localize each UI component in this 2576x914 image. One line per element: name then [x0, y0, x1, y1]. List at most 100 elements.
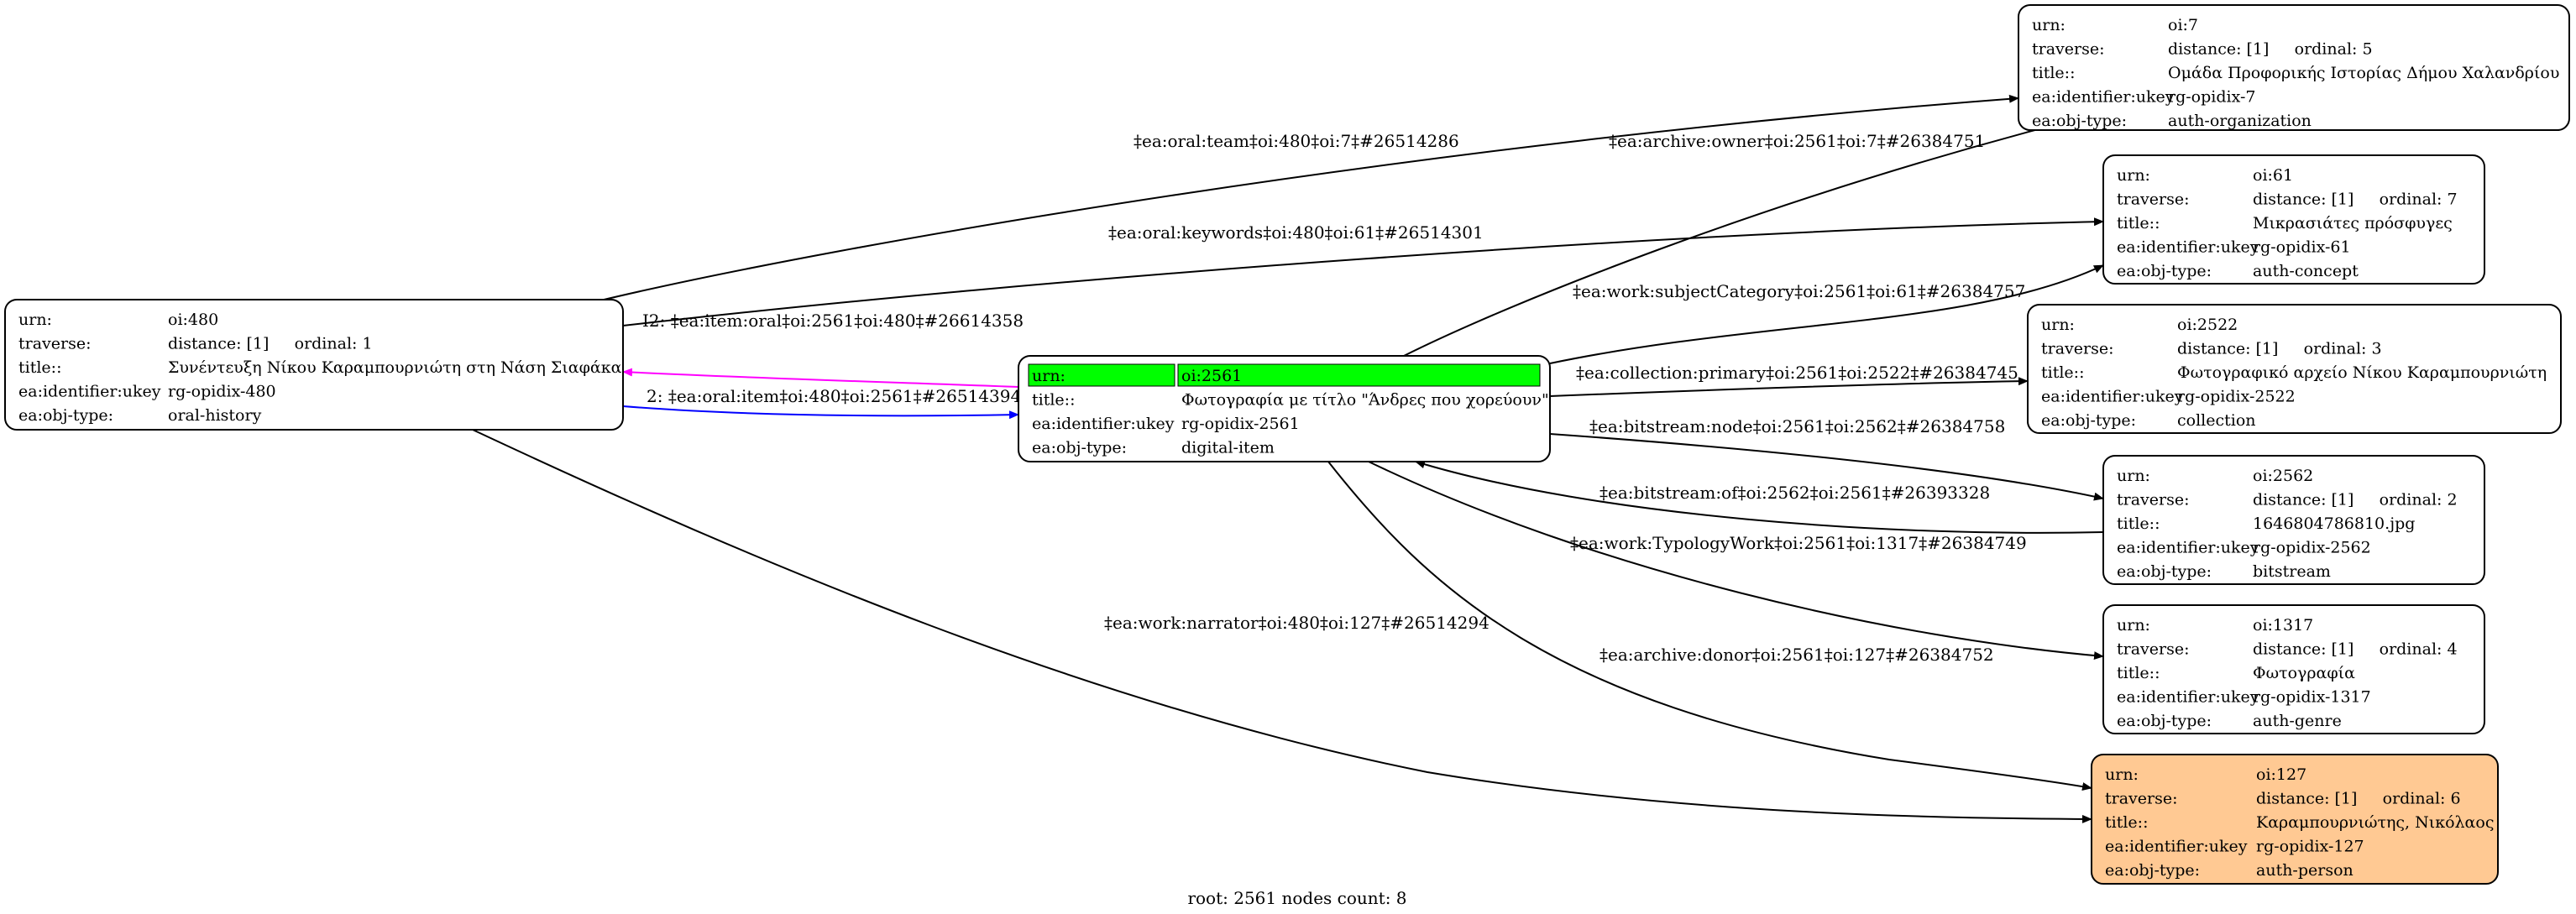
graph-node: urn: oi:2562 traverse: distance: [1] ordina…	[2102, 455, 2485, 585]
edge-label: ‡ea:archive:owner‡oi:2561‡oi:7‡#26384751	[1609, 131, 1985, 151]
node-field-value: auth-organization	[2168, 112, 2312, 130]
edge-label: ‡ea:work:TypologyWork‡oi:2561‡oi:1317‡#2…	[1570, 533, 2027, 553]
node-field-value: auth-concept	[2253, 262, 2359, 280]
node-field-key: ea:identifier:ukey	[2105, 838, 2248, 856]
node-field-key: urn:	[18, 311, 52, 329]
node-field-key: title::	[18, 358, 61, 377]
node-field-key: urn:	[1032, 367, 1065, 385]
node-field-key: ea:obj-type:	[2117, 562, 2212, 581]
node-field-key: title::	[2117, 664, 2160, 682]
node-box	[2102, 154, 2485, 285]
node-field-value: Καραμπουρνιώτης, Νικόλαος	[2256, 813, 2494, 832]
node-field-value: digital-item	[1181, 439, 1275, 457]
node-field-key: ea:obj-type:	[2117, 712, 2212, 730]
node-box	[2102, 455, 2485, 585]
node-field-value: Φωτογραφία	[2253, 664, 2355, 682]
node-field-key: traverse:	[2117, 491, 2190, 509]
node-field-value: collection	[2177, 411, 2256, 430]
edge-oral-team	[599, 94, 2019, 301]
node-field-value: oi:2561	[1181, 367, 1242, 385]
node-field-value: distance: [1] ordinal: 6	[2256, 790, 2461, 808]
node-field-value: distance: [1] ordinal: 2	[2253, 491, 2458, 509]
node-field-key: traverse:	[2041, 340, 2114, 358]
node-field-key: ea:obj-type:	[1032, 439, 1127, 457]
node-field-key: urn:	[2041, 316, 2075, 334]
node-field-value: rg-opidix-1317	[2253, 688, 2371, 707]
edge-collection-primary	[1549, 377, 2029, 397]
edges	[472, 94, 2104, 823]
node-field-key: title::	[2117, 514, 2160, 533]
root-header-key-cell	[1028, 363, 1175, 387]
edge-label: ‡ea:archive:donor‡oi:2561‡oi:127‡#263847…	[1600, 645, 1994, 665]
node-box	[2102, 604, 2485, 734]
node-field-key: ea:obj-type:	[2117, 262, 2212, 280]
node-field-key: title::	[2032, 64, 2075, 82]
edge-archive-owner	[1403, 122, 2058, 357]
node-field-key: title::	[2041, 363, 2084, 382]
node-field-value: oi:480	[168, 311, 218, 329]
node-field-key: title::	[1032, 391, 1075, 410]
graph-node: urn: oi:2522 traverse: distance: [1] ordina…	[2027, 304, 2562, 434]
node-field-key: ea:identifier:ukey	[2117, 238, 2259, 257]
edge-label: ‡ea:oral:team‡oi:480‡oi:7‡#26514286	[1134, 131, 1459, 151]
node-field-value: distance: [1] ordinal: 5	[2168, 40, 2373, 59]
edge-subject-category	[1549, 264, 2104, 364]
node-field-key: ea:identifier:ukey	[18, 383, 161, 401]
node-field-value: oi:7	[2168, 16, 2198, 34]
nodes: urn: oi:480 traverse: distance: [1] ordinal…	[4, 4, 2570, 885]
node-field-key: traverse:	[18, 335, 92, 353]
root-header-value-cell	[1177, 363, 1541, 387]
graph-caption: root: 2561 nodes count: 8	[1187, 888, 1406, 908]
node-field-value: oi:127	[2256, 765, 2306, 784]
node-field-key: urn:	[2117, 467, 2150, 485]
edge-label: 2: ‡ea:oral:item‡oi:480‡oi:2561‡#2651439…	[647, 386, 1021, 406]
node-field-key: ea:obj-type:	[2041, 411, 2136, 430]
node-field-value: Φωτογραφία με τίτλο "Άνδρες που χορεύουν…	[1181, 391, 1549, 410]
node-field-value: rg-opidix-2562	[2253, 539, 2371, 557]
node-field-value: 1646804786810.jpg	[2253, 514, 2415, 533]
edge-bitstream-node	[1549, 433, 2104, 501]
edge-oral-item	[622, 405, 1019, 420]
node-field-key: ea:identifier:ukey	[2117, 688, 2259, 707]
node-field-value: Μικρασιάτες πρόσφυγες	[2253, 214, 2453, 232]
node-field-value: rg-opidix-2561	[1181, 415, 1300, 433]
node-field-value: auth-genre	[2253, 712, 2342, 730]
edge-work-narrator	[472, 429, 2092, 823]
edge-label: ‡ea:collection:primary‡oi:2561‡oi:2522‡#…	[1576, 363, 2018, 383]
node-field-value: rg-opidix-2522	[2177, 388, 2296, 406]
node-box	[2018, 4, 2570, 131]
node-field-value: oi:2522	[2177, 316, 2238, 334]
node-field-value: distance: [1] ordinal: 3	[2177, 340, 2382, 358]
node-field-value: oi:61	[2253, 166, 2293, 185]
edge-label: ‡ea:work:narrator‡oi:480‡oi:127‡#2651429…	[1104, 613, 1490, 633]
node-field-key: title::	[2105, 813, 2148, 832]
node-field-key: traverse:	[2032, 40, 2105, 59]
node-field-value: rg-opidix-480	[168, 383, 276, 401]
node-field-value: Φωτογραφικό αρχείο Νίκου Καραμπουρνιώτη	[2177, 363, 2547, 382]
node-field-value: oi:2562	[2253, 467, 2313, 485]
node-field-key: traverse:	[2117, 191, 2190, 209]
node-field-value: rg-opidix-7	[2168, 88, 2255, 107]
node-field-value: rg-opidix-61	[2253, 238, 2351, 257]
node-field-value: oral-history	[168, 406, 262, 425]
node-field-value: distance: [1] ordinal: 4	[2253, 640, 2458, 659]
node-field-value: oi:1317	[2253, 616, 2313, 635]
edge-bitstream-of	[1415, 460, 2104, 534]
node-field-key: ea:identifier:ukey	[2032, 88, 2175, 107]
edge-label: ‡ea:work:subjectCategory‡oi:2561‡oi:61‡#…	[1573, 281, 2025, 301]
node-field-key: urn:	[2117, 616, 2150, 635]
node-field-key: ea:identifier:ukey	[2117, 539, 2259, 557]
node-field-key: ea:obj-type:	[2105, 861, 2200, 880]
node-box	[2027, 304, 2562, 434]
node-field-key: title::	[2117, 214, 2160, 232]
edge-label: I2: ‡ea:item:oral‡oi:2561‡oi:480‡#266143…	[642, 311, 1024, 331]
edge-typology-work	[1368, 461, 2104, 661]
edge-label: ‡ea:oral:keywords‡oi:480‡oi:61‡#26514301	[1108, 222, 1484, 243]
node-field-key: ea:obj-type:	[2032, 112, 2127, 130]
